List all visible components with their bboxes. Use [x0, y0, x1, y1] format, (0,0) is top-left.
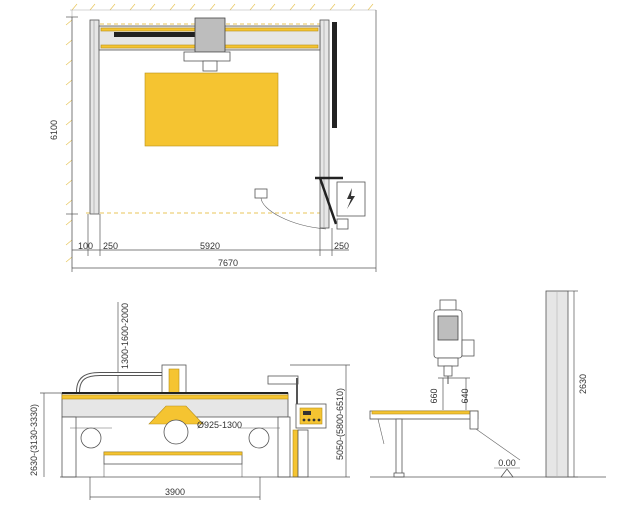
side-table-end	[469, 410, 479, 430]
side-view: 660 640 0.00 2630	[369, 290, 606, 478]
front-bridge-stripe	[61, 394, 289, 400]
motor-cap	[439, 299, 457, 311]
dim-blade-diameter: Ø925-1300	[197, 420, 242, 430]
dim-base-height: 2630-(3130-3330)	[29, 404, 39, 476]
work-table	[144, 72, 279, 147]
saw-blade	[163, 419, 189, 445]
left-wheel	[80, 427, 102, 449]
dim-bridge-height: 1300-1600-2000	[120, 303, 130, 369]
front-table-top	[103, 451, 243, 456]
right-wheel	[248, 427, 270, 449]
motor-side	[461, 339, 475, 357]
spindle-shaft	[443, 365, 453, 377]
cable-channel	[332, 22, 337, 128]
dim-left-clearance: 100	[78, 241, 93, 251]
plan-view: 6100 100 250 5920 250 7670	[49, 3, 377, 272]
control-panel-plan	[254, 188, 268, 199]
dim-right-rail: 250	[334, 241, 349, 251]
dim-2630: 2630	[578, 374, 588, 394]
side-table-leg	[395, 418, 403, 478]
side-table-foot	[393, 472, 405, 478]
lightning-icon	[347, 188, 355, 209]
dim-640: 640	[460, 388, 470, 403]
head-base	[183, 51, 231, 62]
side-table-top	[371, 410, 479, 415]
right-rail	[319, 19, 330, 229]
front-cabinet-stripe	[292, 429, 299, 478]
dim-overall-height: 5050-(5800-6510)	[335, 388, 345, 460]
motor-base	[437, 357, 459, 367]
dim-total-width: 7670	[218, 258, 238, 268]
wall-hatch-left	[65, 10, 73, 268]
motor-panel	[437, 315, 459, 341]
dim-plan-height: 6100	[49, 120, 59, 140]
dim-660: 660	[429, 388, 439, 403]
cabinet-door	[336, 218, 349, 230]
cable-arc	[76, 372, 162, 393]
front-cabinet	[297, 429, 309, 478]
control-arm	[267, 375, 299, 385]
bridge-cable	[114, 32, 204, 37]
wall-hatch-top	[70, 3, 376, 11]
control-panel-face	[299, 407, 323, 425]
floor-level-marker	[500, 468, 514, 478]
dim-left-rail: 250	[103, 241, 118, 251]
left-rail	[89, 19, 100, 215]
floor-level: 0.00	[498, 458, 516, 468]
front-view: 1300-1600-2000 Ø925-1300	[29, 302, 350, 500]
dim-span: 5920	[200, 241, 220, 251]
left-support	[61, 416, 77, 478]
spindle	[202, 60, 218, 72]
dim-front-width: 3900	[165, 487, 185, 497]
cutting-head	[194, 17, 226, 53]
right-support	[277, 416, 291, 478]
control-arm-path	[260, 197, 327, 230]
